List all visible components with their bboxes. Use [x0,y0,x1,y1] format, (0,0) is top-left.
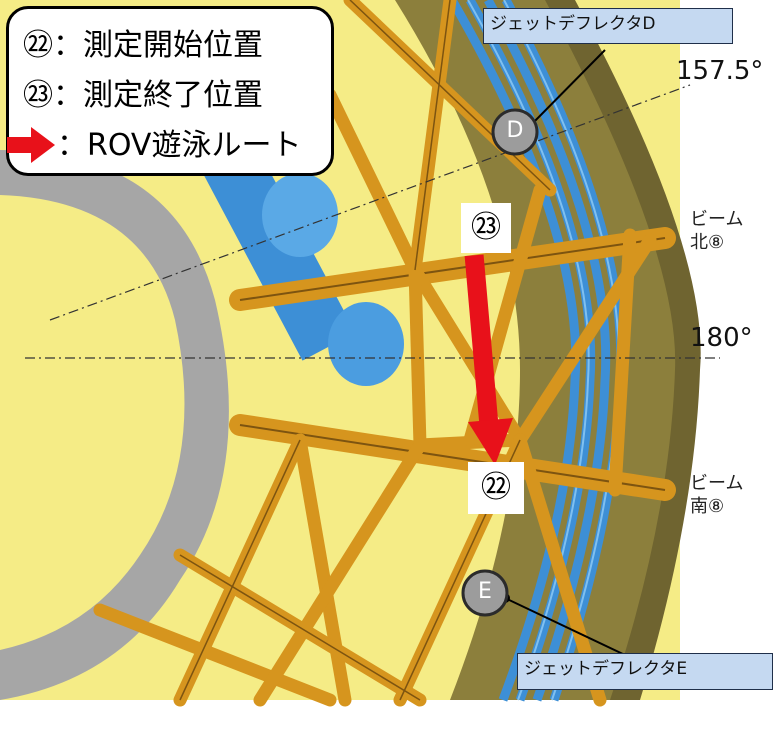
outer-wall-band [395,0,691,700]
blue-cylinder [194,129,404,386]
legend-end-position: ㉓：測定終了位置 [23,78,263,113]
marker-end-position: ㉓ [461,203,511,253]
beam-south-number: 南⑧ [690,496,725,518]
leader-lines [504,49,626,656]
callout-jet-deflector-d: ジェットデフレクタD [483,8,733,44]
beam-north-number: 北⑧ [690,232,725,254]
horizontal-beams [229,227,676,501]
reference-lines [25,84,720,359]
bottom-margin [0,700,778,725]
legend-start-position: ㉒：測定開始位置 [23,28,263,63]
pedestal-interior [0,195,185,650]
angle-label-180: 180° [690,323,753,353]
beam-north-title: ビーム [690,209,744,230]
node-e-label: E [478,579,492,604]
marker-start-position: ㉒ [468,462,524,514]
beam-label-south: ビーム 南⑧ [690,472,743,519]
rov-route-arrow [464,254,513,465]
outer-wall-edge [545,0,701,700]
callout-jet-deflector-e: ジェットデフレクタE [517,653,773,690]
node-d-label: D [506,118,524,143]
legend-red-arrow-icon [7,127,55,163]
node-d-circle [491,108,539,156]
angle-label-157-5: 157.5° [676,56,764,86]
legend-box: ㉒：測定開始位置 ㉓：測定終了位置 ：ROV遊泳ルート [6,6,334,176]
beam-south-title: ビーム [690,473,744,494]
beam-label-north: ビーム 北⑧ [690,208,743,255]
node-e-circle [461,569,509,617]
bracing-outlines [179,0,551,701]
legend-rov-route: ：ROV遊泳ルート [57,128,302,163]
